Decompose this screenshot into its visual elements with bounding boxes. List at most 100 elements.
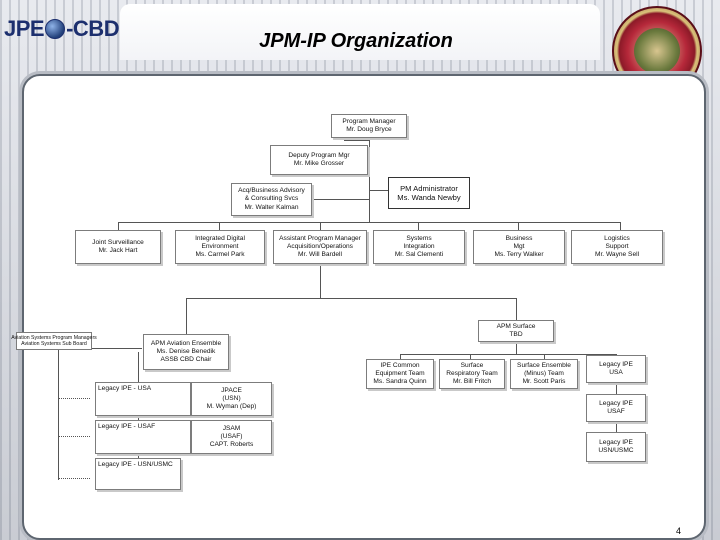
dotted-connector-1 xyxy=(58,398,90,399)
aviation-board-label: Aviation Systems Program Managers Aviati… xyxy=(11,332,97,350)
box-line: Mr. Will Bardell xyxy=(298,251,342,259)
box-line: Mr. Scott Paris xyxy=(522,378,566,386)
logo-text-right: -CBD xyxy=(66,16,120,41)
header-bar xyxy=(120,4,600,60)
aviation-row-usa[interactable]: Legacy IPE - USA xyxy=(95,382,191,416)
box-line: Surface Ensemble xyxy=(517,361,571,369)
box-line: Equipment Team xyxy=(375,369,425,377)
org-box-surface-ensemble[interactable]: Surface Ensemble (Minus) Team Mr. Scott … xyxy=(510,359,578,389)
dotted-connector-3 xyxy=(58,478,90,479)
connector-tier-4 xyxy=(418,222,419,230)
box-line: JSAM xyxy=(222,424,241,432)
org-box-apm-surface[interactable]: APM Surface TBD xyxy=(478,320,554,342)
box-line: Ms. Sandra Quinn xyxy=(373,378,427,386)
connector-deputy xyxy=(344,140,369,141)
org-box-program-manager[interactable]: Program Manager Mr. Doug Bryce xyxy=(331,114,407,138)
box-line: Joint Surveillance xyxy=(92,238,144,246)
box-line: Mr. Mike Grosser xyxy=(293,160,345,167)
box-line: USN/USMC xyxy=(598,447,634,454)
box-line: Mgt xyxy=(513,242,525,250)
connector-surface xyxy=(516,298,517,320)
box-line: USA xyxy=(609,369,623,376)
box-line: Legacy IPE - USAF xyxy=(98,423,156,430)
box-line: CAPT. Roberts xyxy=(209,441,254,449)
aviation-row-usn-usmc[interactable]: Legacy IPE - USN/USMC xyxy=(95,458,181,490)
org-box-logistics-support[interactable]: Logistics Support Mr. Wayne Sell xyxy=(571,230,663,264)
org-box-jpace[interactable]: JPACE (USN) M. Wyman (Dep) xyxy=(191,382,272,416)
box-line: Mr. Doug Bryce xyxy=(346,126,392,133)
org-box-integrated-digital[interactable]: Integrated Digital Environment Ms. Carme… xyxy=(175,230,265,264)
box-line: Environment xyxy=(201,242,239,250)
page-number: 4 xyxy=(676,526,682,536)
connector-team-1 xyxy=(400,354,401,359)
box-line: USAF xyxy=(607,408,625,415)
box-line: Support xyxy=(605,242,629,250)
connector-tier-3 xyxy=(320,222,321,230)
connector-team-3 xyxy=(544,354,545,359)
connector-side-down xyxy=(58,350,59,480)
box-line: APM Surface xyxy=(496,322,536,330)
org-box-apm-acquisition[interactable]: Assistant Program Manager Acquisition/Op… xyxy=(273,230,367,264)
org-box-legacy-ipe-usa[interactable]: Legacy IPE USA xyxy=(586,355,646,383)
logo-text-left: JPE xyxy=(4,16,45,41)
box-line: Legacy IPE - USA xyxy=(98,385,152,392)
connector-tier-1 xyxy=(118,222,119,230)
box-line: Legacy IPE - USN/USMC xyxy=(98,461,173,468)
box-line: PM Administrator xyxy=(400,183,458,193)
connector-apm-down xyxy=(320,264,321,298)
connector-tier-5 xyxy=(518,222,519,230)
box-line: Mr. Bill Fritch xyxy=(452,378,492,386)
connector-team-2 xyxy=(470,354,471,359)
org-box-ipe-common[interactable]: IPE Common Equipment Team Ms. Sandra Qui… xyxy=(366,359,434,389)
box-line: Ms. Wanda Newby xyxy=(397,193,461,202)
page-title: JPM-IP Organization xyxy=(259,30,453,52)
org-box-business-mgt[interactable]: Business Mgt Ms. Terry Walker xyxy=(473,230,565,264)
box-line: (Minus) Team xyxy=(524,369,564,377)
box-line: Ms. Terry Walker xyxy=(494,251,544,259)
box-line: JPACE xyxy=(221,386,242,394)
org-box-pm-administrator[interactable]: PM Administrator Ms. Wanda Newby xyxy=(388,177,470,209)
box-line: Ms. Carmel Park xyxy=(195,251,245,259)
org-box-deputy[interactable]: Deputy Program Mgr Mr. Mike Grosser xyxy=(270,145,368,175)
box-line: Assistant Program Manager xyxy=(279,234,361,242)
connector-advisory xyxy=(312,199,369,200)
org-box-surface-respiratory[interactable]: Surface Respiratory Team Mr. Bill Fritch xyxy=(439,359,505,389)
org-box-advisory[interactable]: Acq/Business Advisory & Consulting Svcs … xyxy=(231,183,312,216)
box-line: Mr. Sal Clementi xyxy=(394,251,444,259)
box-line: Systems xyxy=(406,234,432,242)
box-line: Acq/Business Advisory xyxy=(238,187,305,195)
connector-tier-2 xyxy=(219,222,220,230)
box-line: Integrated Digital xyxy=(195,234,245,242)
connector-side-label xyxy=(58,348,142,349)
org-box-legacy-ipe-usaf[interactable]: Legacy IPE USAF xyxy=(586,394,646,422)
box-line: ASSB CBD Chair xyxy=(160,356,212,364)
box-line: IPE Common xyxy=(380,361,420,369)
box-line: Ms. Denise Benedik xyxy=(156,347,216,355)
connector-tier-6 xyxy=(620,222,621,230)
org-box-apm-aviation[interactable]: APM Aviation Ensemble Ms. Denise Benedik… xyxy=(143,334,229,370)
box-line: Aviation Systems Program Managers xyxy=(11,334,97,341)
box-line: Surface xyxy=(460,361,484,369)
box-line: APM Aviation Ensemble xyxy=(150,339,222,347)
box-line: Legacy IPE xyxy=(599,360,633,368)
org-box-systems-integration[interactable]: Systems Integration Mr. Sal Clementi xyxy=(373,230,465,264)
box-line: M. Wyman (Dep) xyxy=(206,403,257,411)
box-line: Deputy Program Mgr xyxy=(288,151,350,159)
globe-icon xyxy=(45,19,66,39)
connector-pm-spine xyxy=(369,138,370,222)
box-line: Integration xyxy=(403,242,435,250)
box-line: Logistics xyxy=(604,234,630,242)
connector-tier-bar xyxy=(118,222,620,223)
box-line: Aviation Systems Sub Board xyxy=(21,341,87,347)
org-box-joint-surveillance[interactable]: Joint Surveillance Mr. Jack Hart xyxy=(75,230,161,264)
org-box-legacy-ipe-usn-usmc[interactable]: Legacy IPE USN/USMC xyxy=(586,432,646,462)
aviation-row-usaf[interactable]: Legacy IPE - USAF xyxy=(95,420,191,454)
org-box-jsam[interactable]: JSAM (USAF) CAPT. Roberts xyxy=(191,420,272,454)
box-line: (USAF) xyxy=(220,432,243,440)
dotted-connector-2 xyxy=(58,436,90,437)
box-line: TBD xyxy=(509,331,523,338)
box-line: & Consulting Svcs xyxy=(244,195,299,203)
box-line: Mr. Wayne Sell xyxy=(594,251,640,259)
box-line: Program Manager xyxy=(342,117,396,125)
jpeo-cbd-logo: JPE -CBD xyxy=(4,12,124,46)
